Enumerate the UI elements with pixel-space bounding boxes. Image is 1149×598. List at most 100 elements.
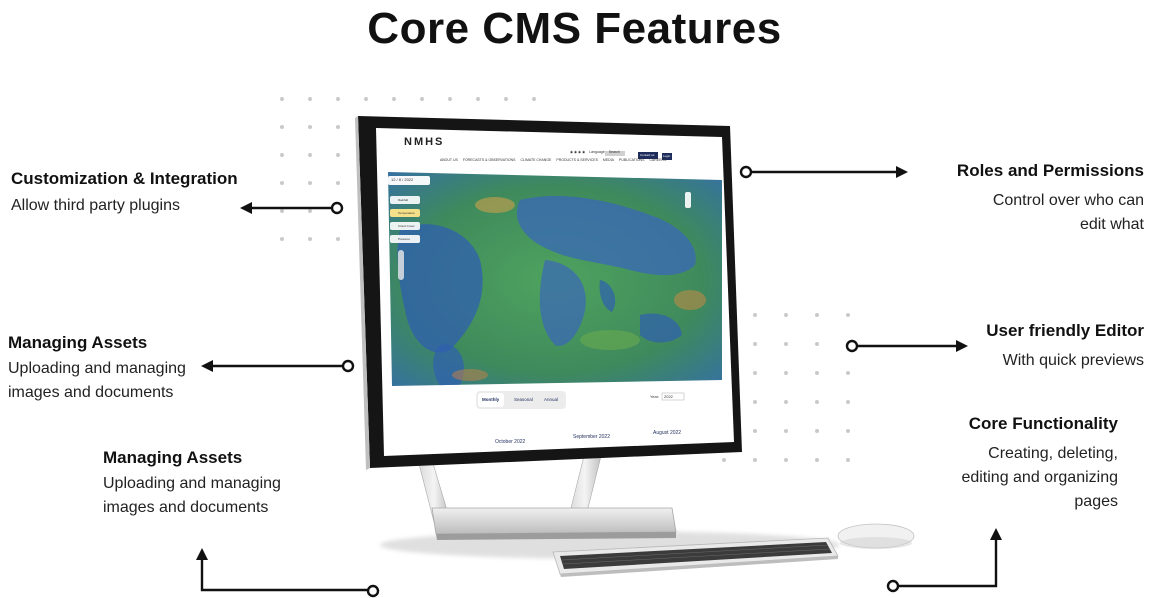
month-label-october: October 2022	[495, 439, 526, 445]
feature-desc: Control over who can edit what	[992, 192, 1144, 233]
dot	[308, 209, 312, 213]
dot	[476, 97, 480, 101]
month-label-august: August 2022	[653, 430, 682, 436]
dot	[504, 97, 508, 101]
connector-dot-roles	[739, 165, 753, 179]
connector-core	[898, 538, 998, 588]
feature-desc: With quick previews	[1002, 352, 1144, 369]
feature-title: Core Functionality	[968, 414, 1118, 433]
dot	[336, 153, 340, 157]
feature-desc: Allow third party plugins	[11, 197, 180, 214]
screen-logo: NMHS	[404, 136, 445, 148]
dot	[392, 97, 396, 101]
dot	[815, 313, 819, 317]
dot	[448, 97, 452, 101]
nav-item-media[interactable]: MEDIA	[602, 158, 614, 162]
connector-dot-managing-assets-1	[341, 359, 355, 373]
feature-editor: User friendly Editor With quick previews	[944, 321, 1144, 373]
layer-pressure[interactable]: Pressure	[398, 237, 411, 241]
dot	[846, 371, 850, 375]
nav-item-about[interactable]: ABOUT US	[440, 158, 458, 162]
feature-desc: Uploading and managing images and docume…	[8, 360, 186, 401]
feature-title: Managing Assets	[8, 333, 148, 352]
login-button[interactable]: Login	[663, 154, 671, 158]
nav-item-products[interactable]: PRODUCTS & SERVICES	[556, 158, 598, 162]
dot	[336, 97, 340, 101]
connector-dot-customization	[330, 201, 344, 215]
feature-managing-assets-2: Managing Assets Uploading and managing i…	[103, 448, 303, 520]
nav-item-publications[interactable]: PUBLICATIONS	[618, 158, 645, 162]
dot	[336, 237, 340, 241]
dot	[280, 153, 284, 157]
arrowhead-managing-assets-2	[196, 548, 208, 560]
arrowhead-editor	[956, 340, 968, 352]
dot	[336, 125, 340, 129]
arrowhead-customization	[240, 202, 252, 214]
feature-title: Roles and Permissions	[956, 161, 1144, 180]
dot	[308, 181, 312, 185]
layer-rainfall[interactable]: Rainfall	[398, 198, 409, 202]
year-select[interactable]: 2022	[664, 394, 673, 399]
feature-title: User friendly Editor	[986, 321, 1144, 340]
dot	[532, 97, 536, 101]
dot	[280, 181, 284, 185]
dot	[280, 209, 284, 213]
language-select[interactable]: Language	[589, 150, 605, 154]
dot	[722, 458, 726, 462]
dot	[280, 125, 284, 129]
dot	[784, 371, 788, 375]
dot	[308, 97, 312, 101]
feature-core: Core Functionality Creating, deleting, e…	[938, 414, 1118, 514]
dot	[784, 400, 788, 404]
search-link[interactable]: Search	[608, 150, 620, 154]
page-title: Core CMS Features	[367, 4, 782, 53]
layer-cloud-cover[interactable]: Cloud Cover	[398, 224, 415, 228]
dot	[280, 97, 284, 101]
dot	[815, 429, 819, 433]
tab-monthly[interactable]: Monthly	[482, 397, 500, 402]
social-icons[interactable]: ◉ ◉ ◉ ◉	[570, 150, 586, 154]
connector-dot-core	[886, 579, 900, 593]
connector-dot-editor	[845, 339, 859, 353]
screen-header-tools: ◉ ◉ ◉ ◉ Language Search	[570, 150, 620, 154]
layer-temperature[interactable]: Temperature	[398, 211, 415, 215]
arrowhead-roles	[896, 166, 908, 178]
tab-annual[interactable]: Annual	[544, 397, 559, 402]
feature-roles: Roles and Permissions Control over who c…	[940, 161, 1144, 237]
dot	[815, 400, 819, 404]
dot	[815, 371, 819, 375]
dot	[753, 429, 757, 433]
date-select[interactable]: 12 / 8 / 2022	[391, 177, 414, 182]
dot	[308, 153, 312, 157]
feature-title: Customization & Integration	[11, 169, 238, 188]
year-label: Year:	[650, 394, 660, 399]
dot	[846, 429, 850, 433]
dot	[815, 342, 819, 346]
dot	[784, 313, 788, 317]
dot	[784, 458, 788, 462]
dot	[784, 429, 788, 433]
dot	[846, 400, 850, 404]
dot	[280, 237, 284, 241]
dot	[846, 313, 850, 317]
connector-dot-managing-assets-2	[366, 584, 380, 598]
nav-item-forecasts[interactable]: FORECASTS & OBSERVATIONS	[462, 158, 516, 162]
nav-item-careers[interactable]: CAREERS	[649, 158, 667, 162]
dot	[364, 97, 368, 101]
arrowhead-managing-assets-1	[201, 360, 213, 372]
dot	[815, 458, 819, 462]
nav-item-climate[interactable]: CLIMATE CHANGE	[520, 158, 552, 162]
dot	[753, 313, 757, 317]
contact-button[interactable]: Contact us	[640, 153, 655, 157]
dot	[753, 371, 757, 375]
dot	[846, 458, 850, 462]
connector-managing-assets-2	[200, 558, 368, 592]
dot	[784, 342, 788, 346]
month-label-september: September 2022	[573, 434, 610, 440]
dot	[753, 400, 757, 404]
feature-desc: Creating, deleting, editing and organizi…	[961, 445, 1118, 510]
tab-seasonal[interactable]: Seasonal	[514, 397, 533, 402]
dot	[753, 458, 757, 462]
